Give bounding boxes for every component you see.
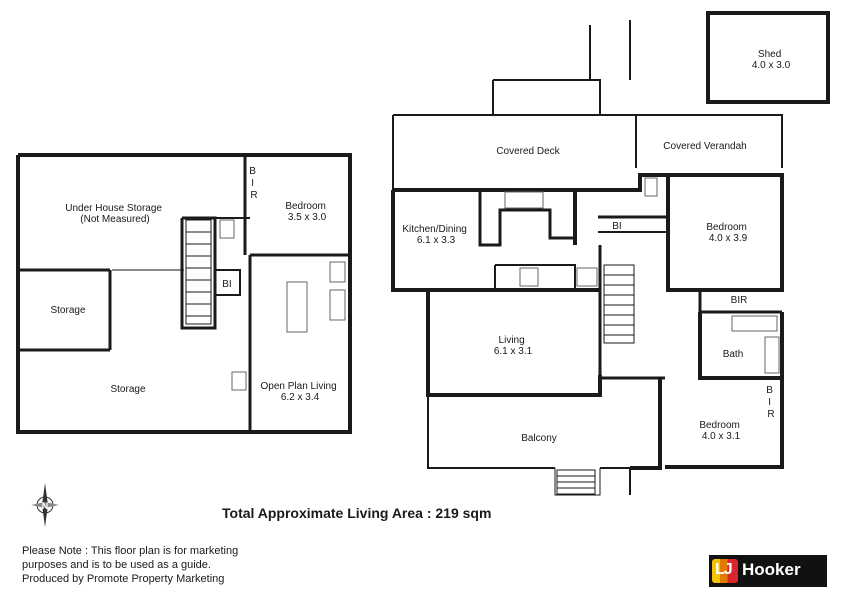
room-bedroom-upper-2: Bedroom 4.0 x 3.1 [699,420,742,442]
disclaimer-note: Please Note : This floor plan is for mar… [22,544,238,586]
logo-mark: LJ [712,559,738,583]
room-covered-deck: Covered Deck [496,146,560,157]
room-open-plan-living: Open Plan Living 6.2 x 3.4 [261,381,340,403]
room-bir-upper-2: B I R [766,385,775,420]
room-bedroom-lower: Bedroom 3.5 x 3.0 [285,201,328,223]
logo-name: Hooker [742,560,801,579]
walls [16,11,830,496]
room-bath: Bath [723,349,744,360]
room-covered-verandah: Covered Verandah [663,141,746,152]
room-bi-upper: BI [612,221,621,232]
room-bedroom-upper-1: Bedroom 4.0 x 3.9 [706,222,749,244]
room-under-house-storage: Under House Storage (Not Measured) [65,203,165,225]
room-living: Living 6.1 x 3.1 [494,335,533,357]
note-line: purposes and is to be used as a guide. [22,559,211,571]
room-storage-large: Storage [110,384,145,395]
compass-letter: N [42,501,49,511]
stairs [185,219,635,495]
compass-icon: N [31,483,59,527]
room-balcony: Balcony [521,433,557,444]
brand-logo: LJ Hooker [709,555,827,587]
fixtures [219,177,780,391]
room-bir-upper: BIR [731,295,748,306]
room-kitchen-dining: Kitchen/Dining 6.1 x 3.3 [402,224,469,246]
room-bir-lower: B I R [249,166,258,201]
total-area: Total Approximate Living Area : 219 sqm [222,505,492,521]
room-labels: Under House Storage (Not Measured) B I R… [50,49,790,444]
note-line: Please Note : This floor plan is for mar… [22,545,239,557]
room-storage-small: Storage [50,305,85,316]
note-line: Produced by Promote Property Marketing [22,573,225,585]
room-shed: Shed 4.0 x 3.0 [752,49,791,71]
room-bi-lower: BI [222,279,231,290]
